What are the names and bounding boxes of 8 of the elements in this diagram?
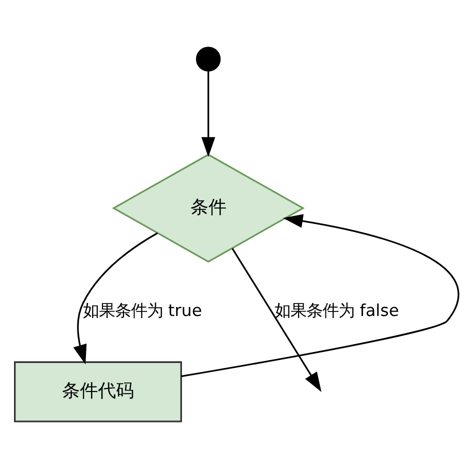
arrow xyxy=(181,214,460,378)
node-circle xyxy=(196,46,221,72)
arrow xyxy=(73,232,158,364)
arrow xyxy=(201,70,216,157)
node-box: 条件代码 xyxy=(14,361,182,422)
edge-label: 如果条件为 false xyxy=(274,301,399,320)
arrow xyxy=(232,248,322,392)
edge-label: 如果条件为 true xyxy=(82,301,202,320)
